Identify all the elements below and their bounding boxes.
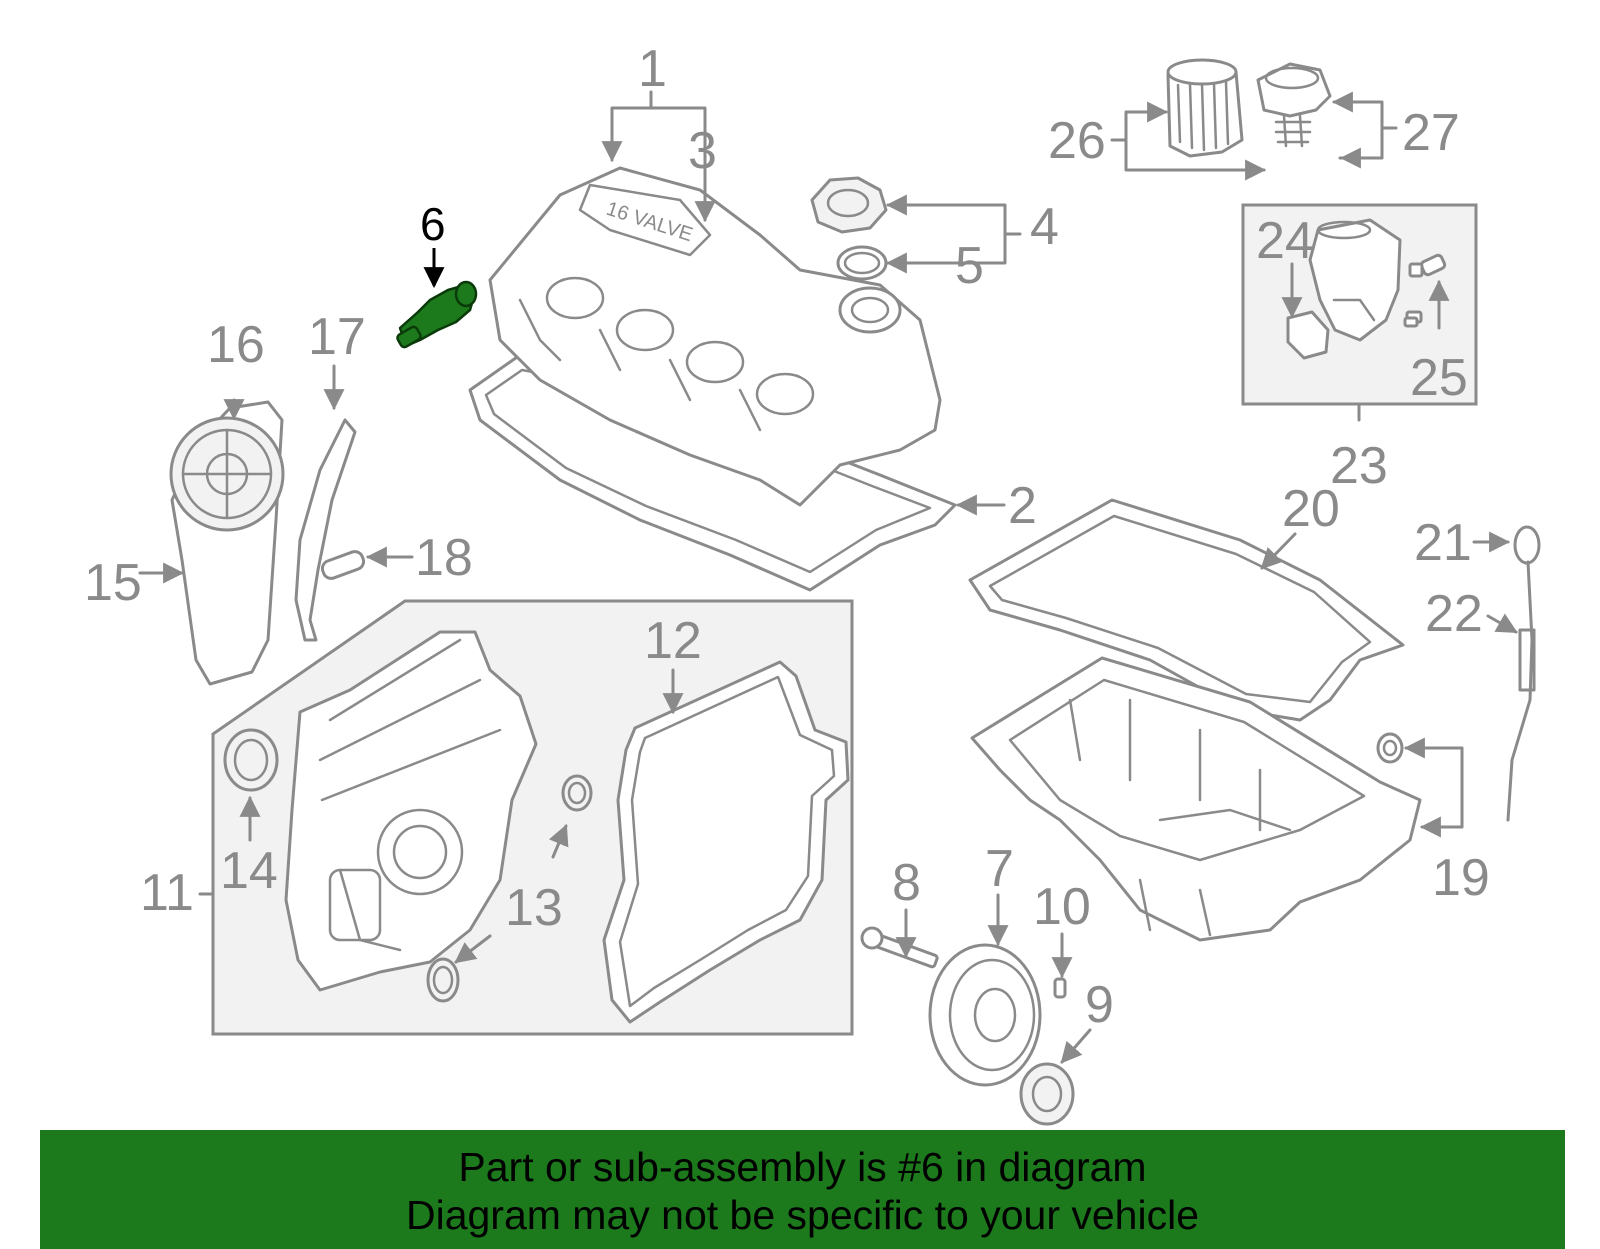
tensioner-pin [320,550,366,580]
woodruff-key [1053,977,1067,999]
pcv-valve-highlighted [396,280,478,349]
banner-disclaimer: Diagram may not be specific to your vehi… [405,1192,1199,1238]
dipstick [1506,525,1541,822]
callout-17: 17 [308,308,366,366]
housing-bolt [1403,310,1423,328]
crankshaft-seal [223,728,279,792]
banner-part-note: Part or sub-assembly is #6 in diagram [458,1144,1147,1190]
callout-22: 22 [1425,585,1483,643]
callout-10: 10 [1033,878,1091,936]
info-banner: Part or sub-assembly is #6 in diagram Di… [40,1130,1565,1249]
callout-5: 5 [955,237,984,295]
callout-25: 25 [1410,349,1468,407]
small-seal [561,774,593,812]
callout-20: 20 [1282,480,1340,538]
callout-7: 7 [985,840,1014,898]
drain-plug [1376,732,1404,764]
callout-8: 8 [892,854,921,912]
timing-chain-guide [294,418,357,642]
lower-seal [426,957,460,1003]
callout-19: 19 [1432,849,1490,907]
callout-4: 4 [1030,198,1059,256]
valve-cover: 16 VALVE [488,166,942,507]
callout-15: 15 [84,554,142,612]
callout-2: 2 [1008,477,1037,535]
oil-pressure-sensor [1408,253,1447,278]
callout-6: 6 [420,198,446,250]
crankshaft-sprocket [1019,1062,1075,1126]
callout-9: 9 [1085,976,1114,1034]
callout-14: 14 [220,842,278,900]
callout-13: 13 [505,879,563,937]
callout-18: 18 [415,529,473,587]
crankshaft-bolt [860,926,939,969]
callout-26: 26 [1048,112,1106,170]
callout-16: 16 [207,316,265,374]
callout-21: 21 [1414,514,1472,572]
callout-23: 23 [1330,437,1388,495]
oil-filter-housing [1286,218,1447,360]
callout-12: 12 [644,612,702,670]
callout-11: 11 [140,864,194,922]
callout-24: 24 [1256,212,1314,270]
oil-pan [970,656,1422,942]
oil-filter-cap [1256,62,1332,148]
oil-filter-housing-gasket [1286,310,1330,360]
callout-27: 27 [1402,104,1460,162]
oil-pan-gasket [968,498,1405,722]
oil-filler-cap [810,176,888,234]
timing-cover-gasket [602,660,850,1024]
callout-3: 3 [688,122,717,180]
timing-cover [284,630,538,992]
oil-filter-element [1166,58,1244,158]
callout-1: 1 [638,40,667,98]
crankshaft-pulley [928,943,1042,1087]
